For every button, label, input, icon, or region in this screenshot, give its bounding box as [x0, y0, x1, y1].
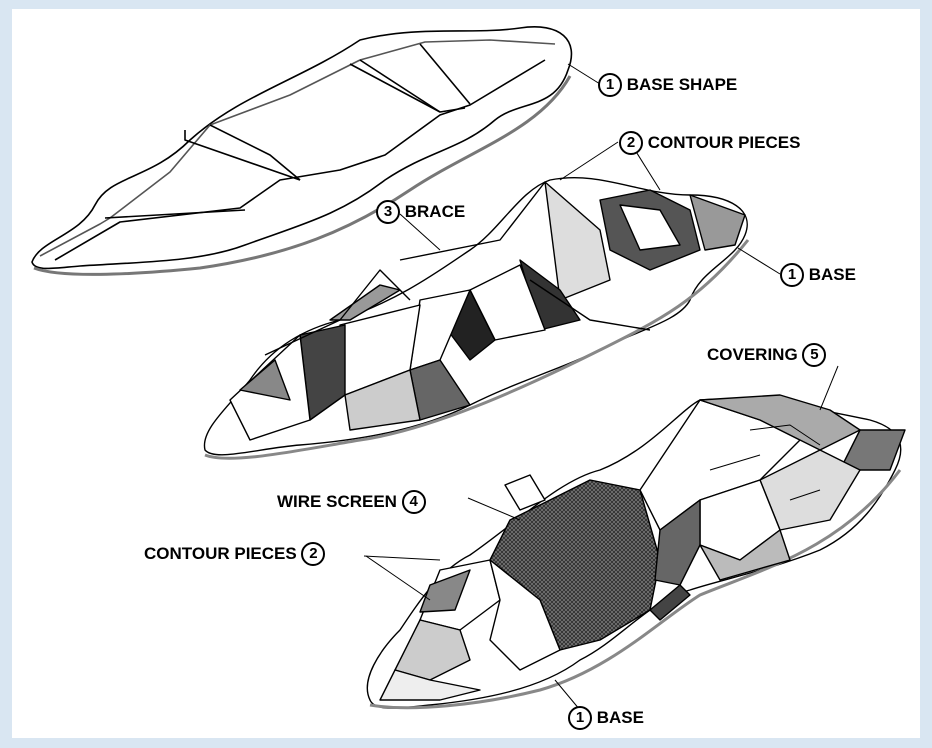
- label-base-shape: 1 BASE SHAPE: [598, 73, 737, 97]
- callout-number: 1: [598, 73, 622, 97]
- label-wire-screen: WIRE SCREEN 4: [277, 490, 426, 514]
- callout-number: 1: [568, 706, 592, 730]
- label-text: BRACE: [405, 202, 465, 221]
- callout-number: 5: [802, 343, 826, 367]
- callout-number: 4: [402, 490, 426, 514]
- label-text: WIRE SCREEN: [277, 492, 397, 511]
- callout-number: 1: [780, 263, 804, 287]
- callout-number: 2: [301, 542, 325, 566]
- label-contour-pieces-bottom: CONTOUR PIECES 2: [144, 542, 325, 566]
- label-base-bottom: 1 BASE: [568, 706, 644, 730]
- label-brace: 3 BRACE: [376, 200, 465, 224]
- label-base-mid: 1 BASE: [780, 263, 856, 287]
- label-text: BASE: [809, 265, 856, 284]
- label-contour-pieces-top: 2 CONTOUR PIECES: [619, 131, 800, 155]
- callout-number: 2: [619, 131, 643, 155]
- label-text: BASE: [597, 708, 644, 727]
- label-text: CONTOUR PIECES: [648, 133, 801, 152]
- diagram-panel: 1 BASE SHAPE 2 CONTOUR PIECES 3 BRACE 1 …: [12, 9, 920, 738]
- callout-number: 3: [376, 200, 400, 224]
- covered-form-drawing: [367, 395, 905, 708]
- label-text: BASE SHAPE: [627, 75, 738, 94]
- label-text: COVERING: [707, 345, 798, 364]
- label-covering: COVERING 5: [707, 343, 826, 367]
- label-text: CONTOUR PIECES: [144, 544, 297, 563]
